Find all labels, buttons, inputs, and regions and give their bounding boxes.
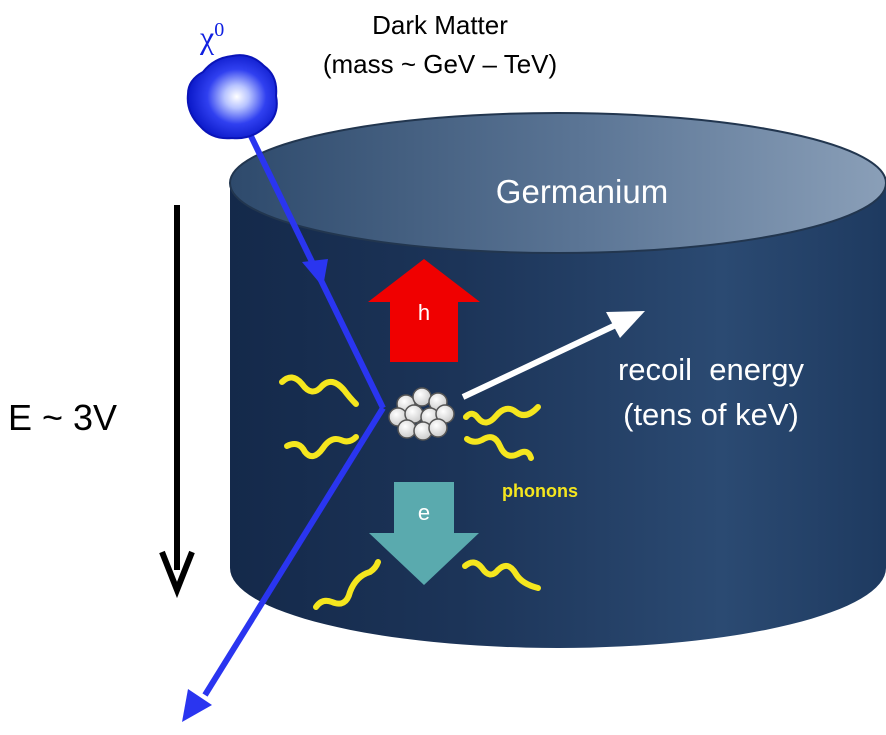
phonons-label: phonons: [502, 481, 578, 501]
phonon-wiggle-4: [464, 434, 534, 461]
hole-label: h: [418, 300, 430, 325]
phonon-wiggle-6: [462, 559, 541, 591]
dark-matter-title: Dark Matter: [372, 10, 508, 40]
phonon-wiggle-1: [279, 374, 359, 407]
recoil-arrow: [461, 311, 645, 400]
cylinder-top: [229, 112, 886, 254]
phonon-wiggles: [279, 374, 541, 610]
dark-matter-particle: [186, 54, 278, 140]
electron-label: e: [418, 500, 430, 525]
recoil-nucleus: [388, 387, 455, 441]
electron-arrow: [369, 482, 479, 585]
phonon-wiggle-5: [313, 559, 381, 610]
track-arrowhead-end: [182, 689, 212, 722]
recoil-label-line2: (tens of keV): [623, 397, 799, 432]
phonon-wiggle-2: [284, 434, 359, 460]
detector-material-label: Germanium: [496, 173, 668, 210]
particle-symbol: χ0: [199, 19, 224, 55]
particle-track: [182, 128, 386, 722]
hole-arrow: [368, 259, 480, 362]
recoil-label-line1: recoil energy: [618, 352, 805, 387]
field-label: E ~ 3V: [8, 397, 117, 438]
phonon-wiggle-3: [463, 404, 541, 426]
dark-matter-mass: (mass ~ GeV – TeV): [323, 49, 557, 79]
track-arrowhead-mid: [302, 259, 328, 287]
field-arrow: [159, 205, 195, 599]
